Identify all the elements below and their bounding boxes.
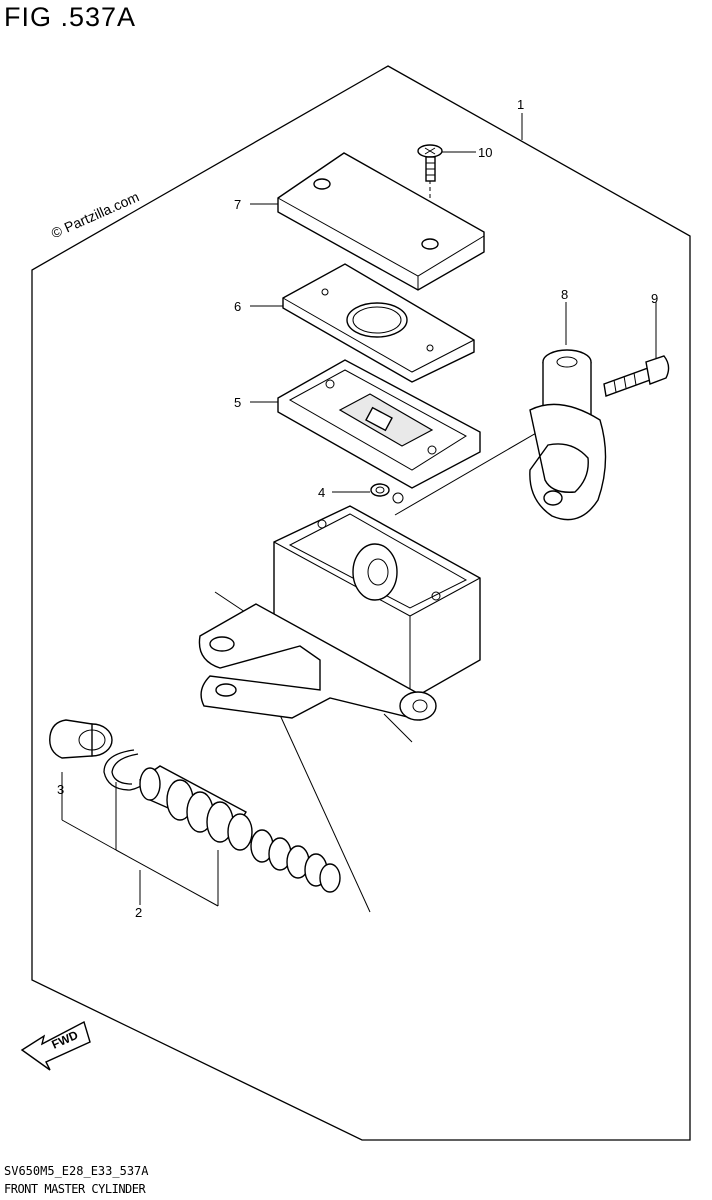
- leader-lines: [61, 113, 657, 913]
- callout-8: 8: [561, 287, 568, 302]
- diaphragm-part-5[interactable]: [277, 359, 481, 489]
- callout-6: 6: [234, 299, 241, 314]
- figure-title: FIG .537A: [4, 2, 137, 32]
- piston-kit-part-2[interactable]: [103, 749, 341, 893]
- diaphragm-plate-part-6[interactable]: [282, 263, 475, 383]
- diagram-name: FRONT MASTER CYLINDER: [4, 1182, 146, 1196]
- diagram-code: SV650M5_E28_E33_537A: [4, 1164, 149, 1178]
- callout-2: 2: [135, 905, 142, 920]
- callout-7: 7: [234, 197, 241, 212]
- reservoir-cap-part-7[interactable]: [277, 152, 485, 291]
- boot-part-3[interactable]: [49, 719, 113, 759]
- callout-1: 1: [517, 97, 524, 112]
- callout-5: 5: [234, 395, 241, 410]
- clamp-holder-part-8[interactable]: [529, 349, 607, 521]
- fwd-arrow-icon: FWD: [20, 1020, 91, 1071]
- callout-4: 4: [318, 485, 325, 500]
- bushing-part-4[interactable]: [370, 483, 404, 504]
- assembly-outline: [31, 65, 691, 1141]
- screw-part-10[interactable]: [417, 144, 443, 182]
- callout-9: 9: [651, 291, 658, 306]
- master-cylinder-body[interactable]: [198, 505, 481, 743]
- callout-3: 3: [57, 782, 64, 797]
- bolt-part-9[interactable]: [603, 355, 670, 397]
- callout-10: 10: [478, 145, 492, 160]
